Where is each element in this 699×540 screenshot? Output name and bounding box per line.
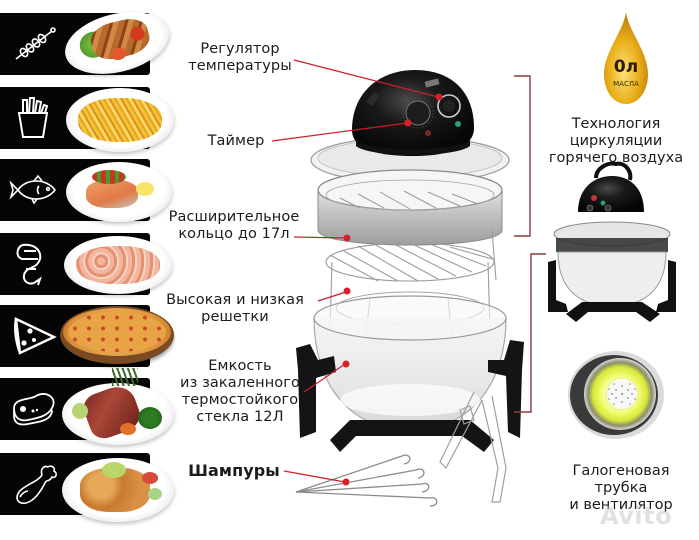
halogen-fan: [568, 351, 664, 439]
high-rack: [325, 229, 497, 331]
green-indicator: [455, 121, 461, 127]
fan-grille: [608, 383, 636, 405]
chicken-plate: [62, 458, 174, 522]
rosemary-garnish: [112, 368, 138, 386]
skewers: [295, 454, 438, 507]
pizza: [60, 306, 174, 364]
mini-red-indicator: [591, 195, 597, 201]
steak-plate: [62, 381, 174, 445]
chicken-leg-icon: [16, 465, 57, 505]
timer-knob: [405, 100, 431, 126]
glass-bowl: [313, 295, 507, 431]
callout-skewers: Шампуры: [188, 461, 280, 480]
shrimp-icon: [16, 243, 42, 286]
oil-unit: МАСЛА: [613, 80, 639, 88]
halogen-label: Галогеновая трубка и вентилятор: [569, 463, 673, 513]
fish-icon: [9, 174, 57, 205]
callout-temperature: Регулятор температуры: [188, 41, 292, 74]
brackets: [514, 75, 546, 413]
technology-label: Технология циркуляции горячего воздуха: [548, 116, 684, 166]
steak-icon: [13, 393, 55, 426]
extension-ring: [317, 169, 503, 246]
fries-plate: [66, 88, 174, 152]
callout-glass-bowl: Емкость из закаленного термостойкого сте…: [180, 358, 300, 425]
heating-head: [352, 70, 474, 156]
salmon-plate: [66, 162, 172, 222]
red-indicator: [425, 130, 431, 136]
pizza-slice-icon: [14, 316, 57, 355]
skewer-icon: [15, 27, 56, 60]
callout-extension-ring: Расширительное кольцо до 17л: [168, 209, 300, 242]
temperature-knob: [437, 94, 461, 118]
bowl-stand: [296, 340, 524, 452]
oil-amount: 0л: [613, 57, 639, 77]
callout-racks: Высокая и низкая решетки: [166, 292, 304, 325]
oil-drop-icon: [604, 12, 648, 104]
callout-timer: Таймер: [207, 133, 265, 149]
mini-green-indicator: [600, 200, 606, 206]
callout-lines: [271, 59, 443, 486]
lifting-tongs: [439, 391, 507, 503]
shrimp-plate: [64, 236, 172, 294]
brand-logo: [424, 78, 440, 88]
avito-watermark: Avito: [600, 502, 673, 530]
french-fries-icon: [17, 97, 49, 138]
assembled-appliance: [548, 161, 676, 322]
